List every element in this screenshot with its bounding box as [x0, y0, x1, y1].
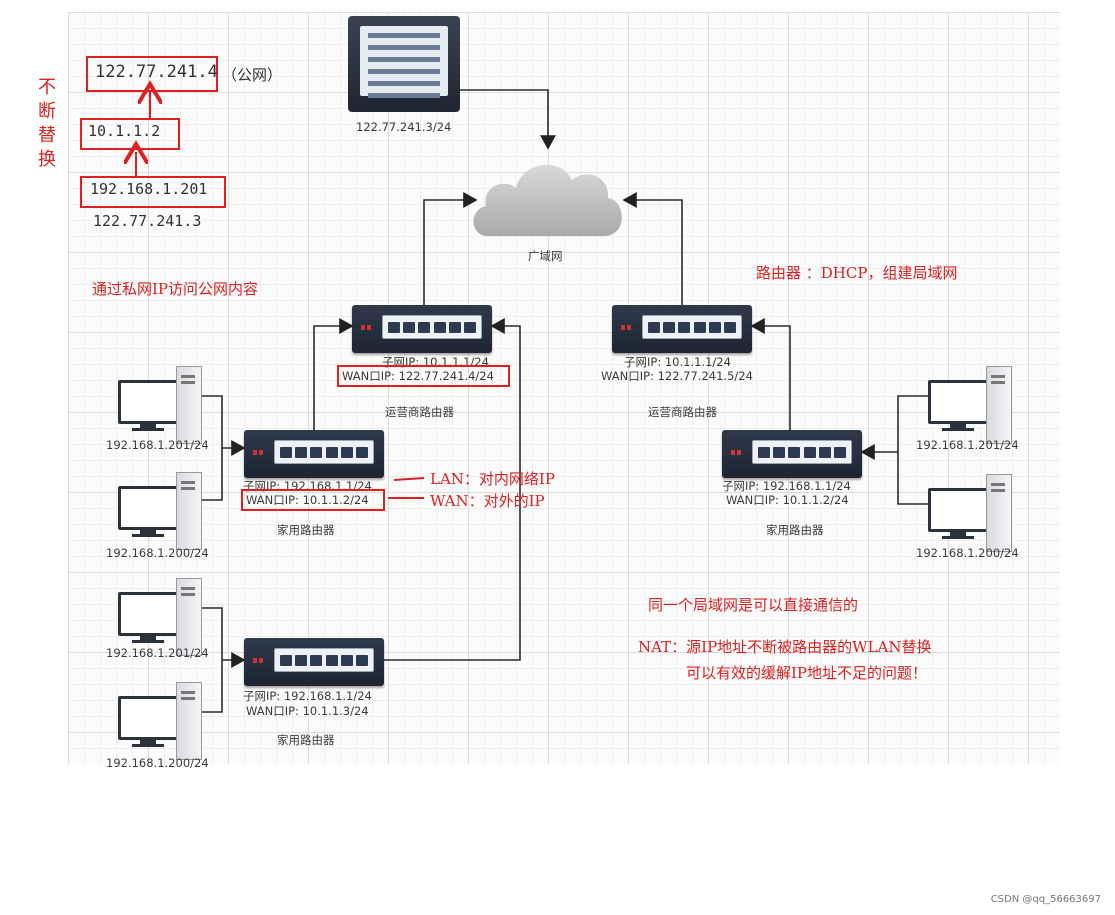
wan-ip-value: 10.1.1.2	[88, 122, 161, 140]
grid-canvas	[68, 12, 1060, 764]
wire-isp-left-cloud	[423, 192, 478, 305]
nat-note-line1: NAT：源IP地址不断被路由器的WLAN替换	[638, 638, 932, 656]
wire-pc-l2a	[200, 607, 246, 668]
isp-router-left	[352, 305, 492, 353]
home-router-left-2	[244, 638, 384, 686]
pc-icon	[118, 472, 208, 550]
wire-home1-isp-left	[313, 318, 354, 430]
pc-l1a-ip: 192.168.1.201/24	[106, 438, 209, 452]
home-left2-name: 家用路由器	[277, 733, 335, 747]
watermark: CSDN @qq_56663697	[990, 894, 1101, 905]
pc-icon	[118, 578, 208, 656]
server-icon	[348, 16, 460, 112]
wire-pc-ra	[860, 395, 930, 460]
lan-label: LAN：对内网络IP	[430, 470, 555, 488]
router-dhcp-note: 路由器 ：DHCP，组建局域网	[756, 264, 958, 282]
private-access-note: 通过私网IP访问公网内容	[92, 280, 259, 298]
home-router-left-1	[244, 430, 384, 478]
pc-icon	[118, 366, 208, 444]
isp-left-wan-ip: WAN口IP: 122.77.241.4/24	[342, 369, 494, 383]
cloud-icon	[473, 164, 622, 236]
public-ip-box	[86, 56, 218, 92]
pc-l2a-ip: 192.168.1.201/24	[106, 646, 209, 660]
public-ip-value: 122.77.241.4	[95, 62, 218, 82]
red-pointer-lan	[393, 477, 425, 481]
wire-home2-isp-left	[382, 318, 521, 661]
home-left2-lan-ip: 子网IP: 192.168.1.1/24	[243, 689, 372, 703]
server-ip-label: 122.77.241.3/24	[356, 120, 452, 134]
isp-left-wan-highlight	[337, 365, 510, 387]
wire-pc-rb	[897, 452, 930, 505]
home-left1-name: 家用路由器	[277, 523, 335, 537]
home-right-wan-ip: WAN口IP: 10.1.1.2/24	[726, 493, 849, 507]
home-right-name: 家用路由器	[766, 523, 824, 537]
same-lan-note: 同一个局域网是可以直接通信的	[648, 596, 859, 614]
wire-pc-l1b	[200, 448, 223, 501]
isp-left-name: 运营商路由器	[385, 405, 454, 419]
wire-pc-l2b	[200, 660, 223, 713]
isp-router-right	[612, 305, 752, 353]
home-right-lan-ip: 子网IP: 192.168.1.1/24	[722, 479, 851, 493]
pc-ra-ip: 192.168.1.201/24	[916, 438, 1019, 452]
nat-note-line2: 可以有效的缓解IP地址不足的问题！	[686, 664, 928, 682]
pc-icon	[928, 474, 1018, 552]
wire-pc-l1a	[200, 395, 246, 456]
dest-ip-value: 122.77.241.3	[93, 212, 202, 230]
isp-right-lan-ip: 子网IP: 10.1.1.1/24	[624, 355, 731, 369]
wan-label: WAN：对外的IP	[430, 492, 545, 510]
home-left1-wan-highlight	[241, 489, 385, 511]
public-tag: （公网）	[222, 66, 283, 84]
wan-ip-box	[80, 118, 180, 150]
pc-l1b-ip: 192.168.1.200/24	[106, 546, 209, 560]
pc-l2b-ip: 192.168.1.200/24	[106, 756, 209, 770]
vertical-replace-note: 不 断 替 换	[38, 77, 56, 170]
lan-ip-box	[80, 176, 226, 208]
lan-ip-value: 192.168.1.201	[90, 180, 208, 198]
wire-isp-right-cloud	[622, 192, 683, 305]
home-left1-wan-ip: WAN口IP: 10.1.1.2/24	[246, 493, 369, 507]
pc-icon	[928, 366, 1018, 444]
isp-right-wan-ip: WAN口IP: 122.77.241.5/24	[601, 369, 753, 383]
home-left2-wan-ip: WAN口IP: 10.1.1.3/24	[246, 704, 369, 718]
cloud-label: 广域网	[528, 249, 563, 263]
home-router-right	[722, 430, 862, 478]
isp-right-name: 运营商路由器	[648, 405, 717, 419]
wire-home-right-isp-right	[750, 318, 791, 430]
pc-rb-ip: 192.168.1.200/24	[916, 546, 1019, 560]
pc-icon	[118, 682, 208, 760]
